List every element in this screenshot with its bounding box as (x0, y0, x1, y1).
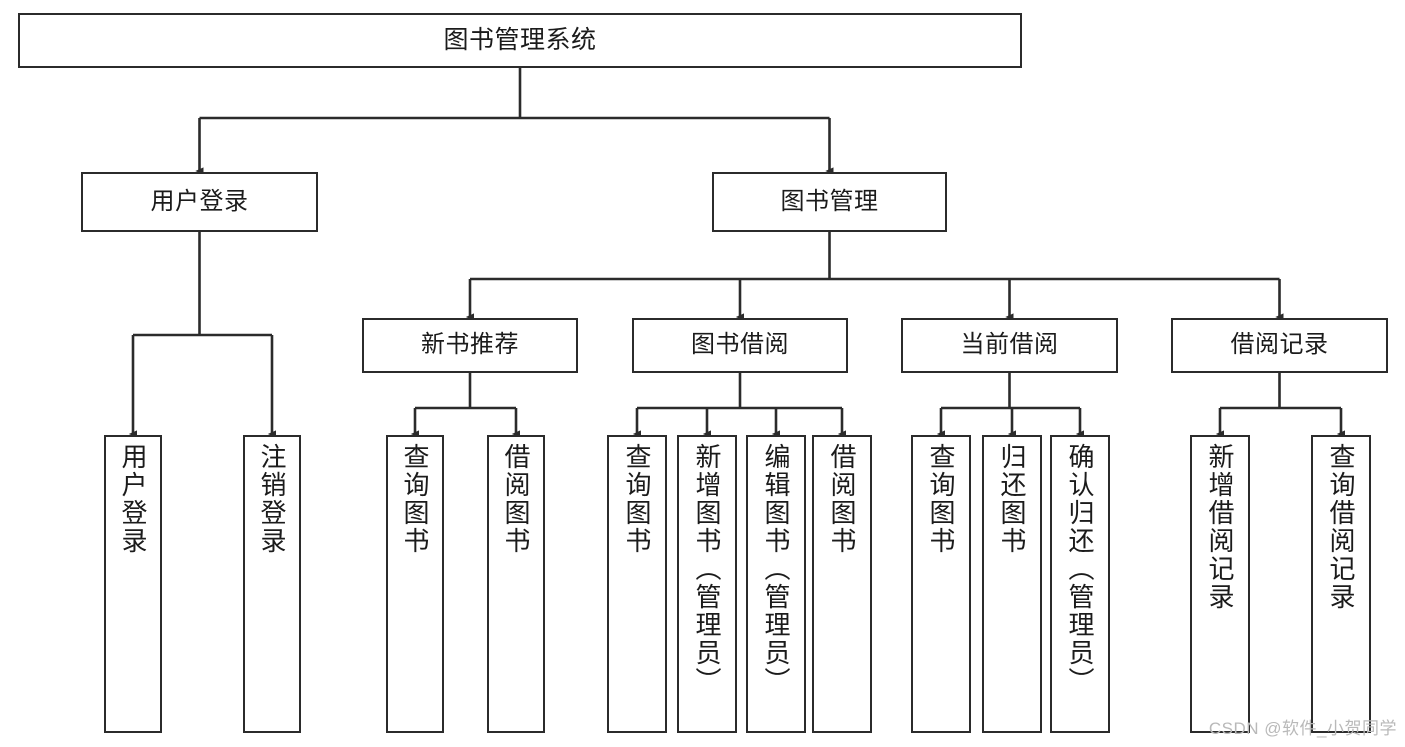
leaf-user-login[interactable]: 用户登录 (104, 435, 162, 733)
edges-group (128, 68, 1346, 438)
leaf-record-add-borrow-record[interactable]: 新增借阅记录 (1190, 435, 1250, 733)
node-label: 确认归还（管理员） (1065, 443, 1095, 695)
node-current-borrowing[interactable]: 当前借阅 (901, 318, 1118, 373)
node-label: 归还图书 (997, 443, 1027, 555)
leaf-record-query-borrow-record[interactable]: 查询借阅记录 (1311, 435, 1371, 733)
leaf-current-return-books[interactable]: 归还图书 (982, 435, 1042, 733)
node-label: 借阅图书 (501, 443, 531, 555)
leaf-user-logout[interactable]: 注销登录 (243, 435, 301, 733)
node-new-book-recommendation[interactable]: 新书推荐 (362, 318, 578, 373)
node-label: 编辑图书（管理员） (761, 443, 791, 695)
leaf-newbook-query-books[interactable]: 查询图书 (386, 435, 444, 733)
node-label: 查询借阅记录 (1326, 443, 1356, 611)
leaf-borrow-query-books[interactable]: 查询图书 (607, 435, 667, 733)
node-label: 查询图书 (622, 443, 652, 555)
leaf-borrow-edit-book-admin[interactable]: 编辑图书（管理员） (746, 435, 806, 733)
leaf-borrow-borrow-books[interactable]: 借阅图书 (812, 435, 872, 733)
leaf-current-query-books[interactable]: 查询图书 (911, 435, 971, 733)
csdn-watermark: CSDN @软件_小贺同学 (1208, 719, 1397, 738)
node-book-borrowing[interactable]: 图书借阅 (632, 318, 848, 373)
node-label: 图书管理 (780, 187, 879, 215)
node-label: 借阅记录 (1230, 331, 1329, 359)
node-label: 图书借阅 (691, 331, 789, 359)
node-label: 用户登录 (150, 187, 249, 215)
node-label: 注销登录 (257, 443, 287, 555)
leaf-borrow-add-book-admin[interactable]: 新增图书（管理员） (677, 435, 737, 733)
node-root-system[interactable]: 图书管理系统 (18, 13, 1022, 68)
node-borrow-records[interactable]: 借阅记录 (1171, 318, 1388, 373)
node-label: 图书管理系统 (443, 25, 597, 54)
node-user-login[interactable]: 用户登录 (81, 172, 318, 232)
node-label: 当前借阅 (960, 331, 1059, 359)
node-label: 新书推荐 (421, 331, 519, 359)
node-label: 借阅图书 (827, 443, 857, 555)
leaf-current-confirm-return-admin[interactable]: 确认归还（管理员） (1050, 435, 1110, 733)
node-label: 查询图书 (926, 443, 956, 555)
leaf-newbook-borrow-books[interactable]: 借阅图书 (487, 435, 545, 733)
node-label: 新增借阅记录 (1205, 443, 1235, 611)
node-book-management[interactable]: 图书管理 (712, 172, 947, 232)
node-label: 新增图书（管理员） (692, 443, 722, 695)
node-label: 用户登录 (118, 443, 148, 555)
node-label: 查询图书 (400, 443, 430, 555)
